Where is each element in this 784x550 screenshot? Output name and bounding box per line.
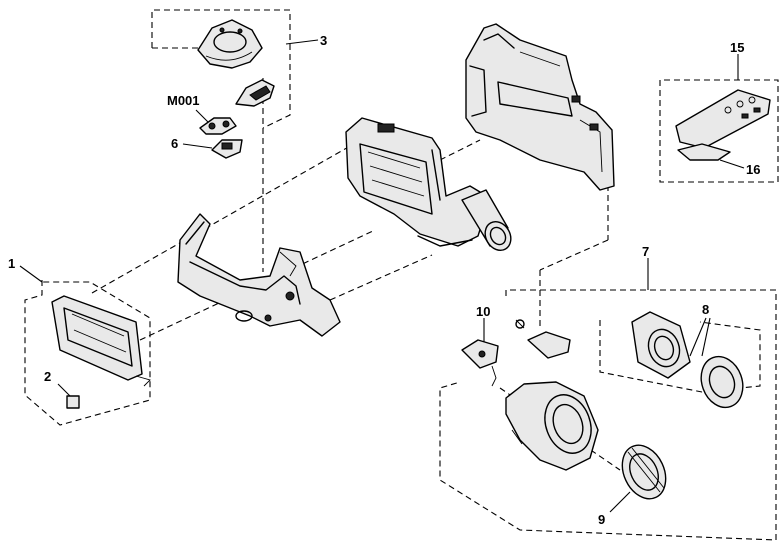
group-1-bracket — [24, 280, 151, 426]
shoe-cover-part — [235, 79, 275, 107]
callout-15: 15 — [730, 40, 744, 55]
bracket-6-part — [211, 139, 243, 159]
lens-mount-part — [631, 311, 691, 379]
callout-16: 16 — [746, 162, 760, 177]
group-15-bracket — [659, 79, 779, 183]
label-sticker-part — [66, 395, 80, 409]
callout-8: 8 — [702, 302, 709, 317]
grip-belt-part — [51, 295, 151, 387]
callout-2: 2 — [44, 369, 51, 384]
callout-3: 3 — [320, 33, 327, 48]
callout-9: 9 — [598, 512, 605, 527]
body-frame-part — [465, 23, 615, 191]
screw-m001-part — [199, 117, 237, 135]
side-cover-part — [177, 213, 341, 337]
sensor-board-part — [461, 339, 499, 387]
group-7-bracket — [439, 289, 777, 541]
callout-m001: M001 — [167, 93, 200, 108]
bracket-plate-part — [515, 319, 571, 359]
lens-barrel-part — [461, 189, 512, 252]
focus-ring-part — [621, 444, 667, 500]
remote-control-part — [675, 89, 771, 161]
callout-10: 10 — [476, 304, 490, 319]
callout-1: 1 — [8, 256, 15, 271]
filter-ring-part — [700, 355, 744, 409]
top-cover-part — [197, 19, 263, 69]
callout-7: 7 — [642, 244, 649, 259]
callout-6: 6 — [171, 136, 178, 151]
lens-hood-part — [505, 381, 599, 471]
mechanism-chassis-part — [345, 117, 491, 247]
group-3-bracket — [151, 9, 291, 129]
